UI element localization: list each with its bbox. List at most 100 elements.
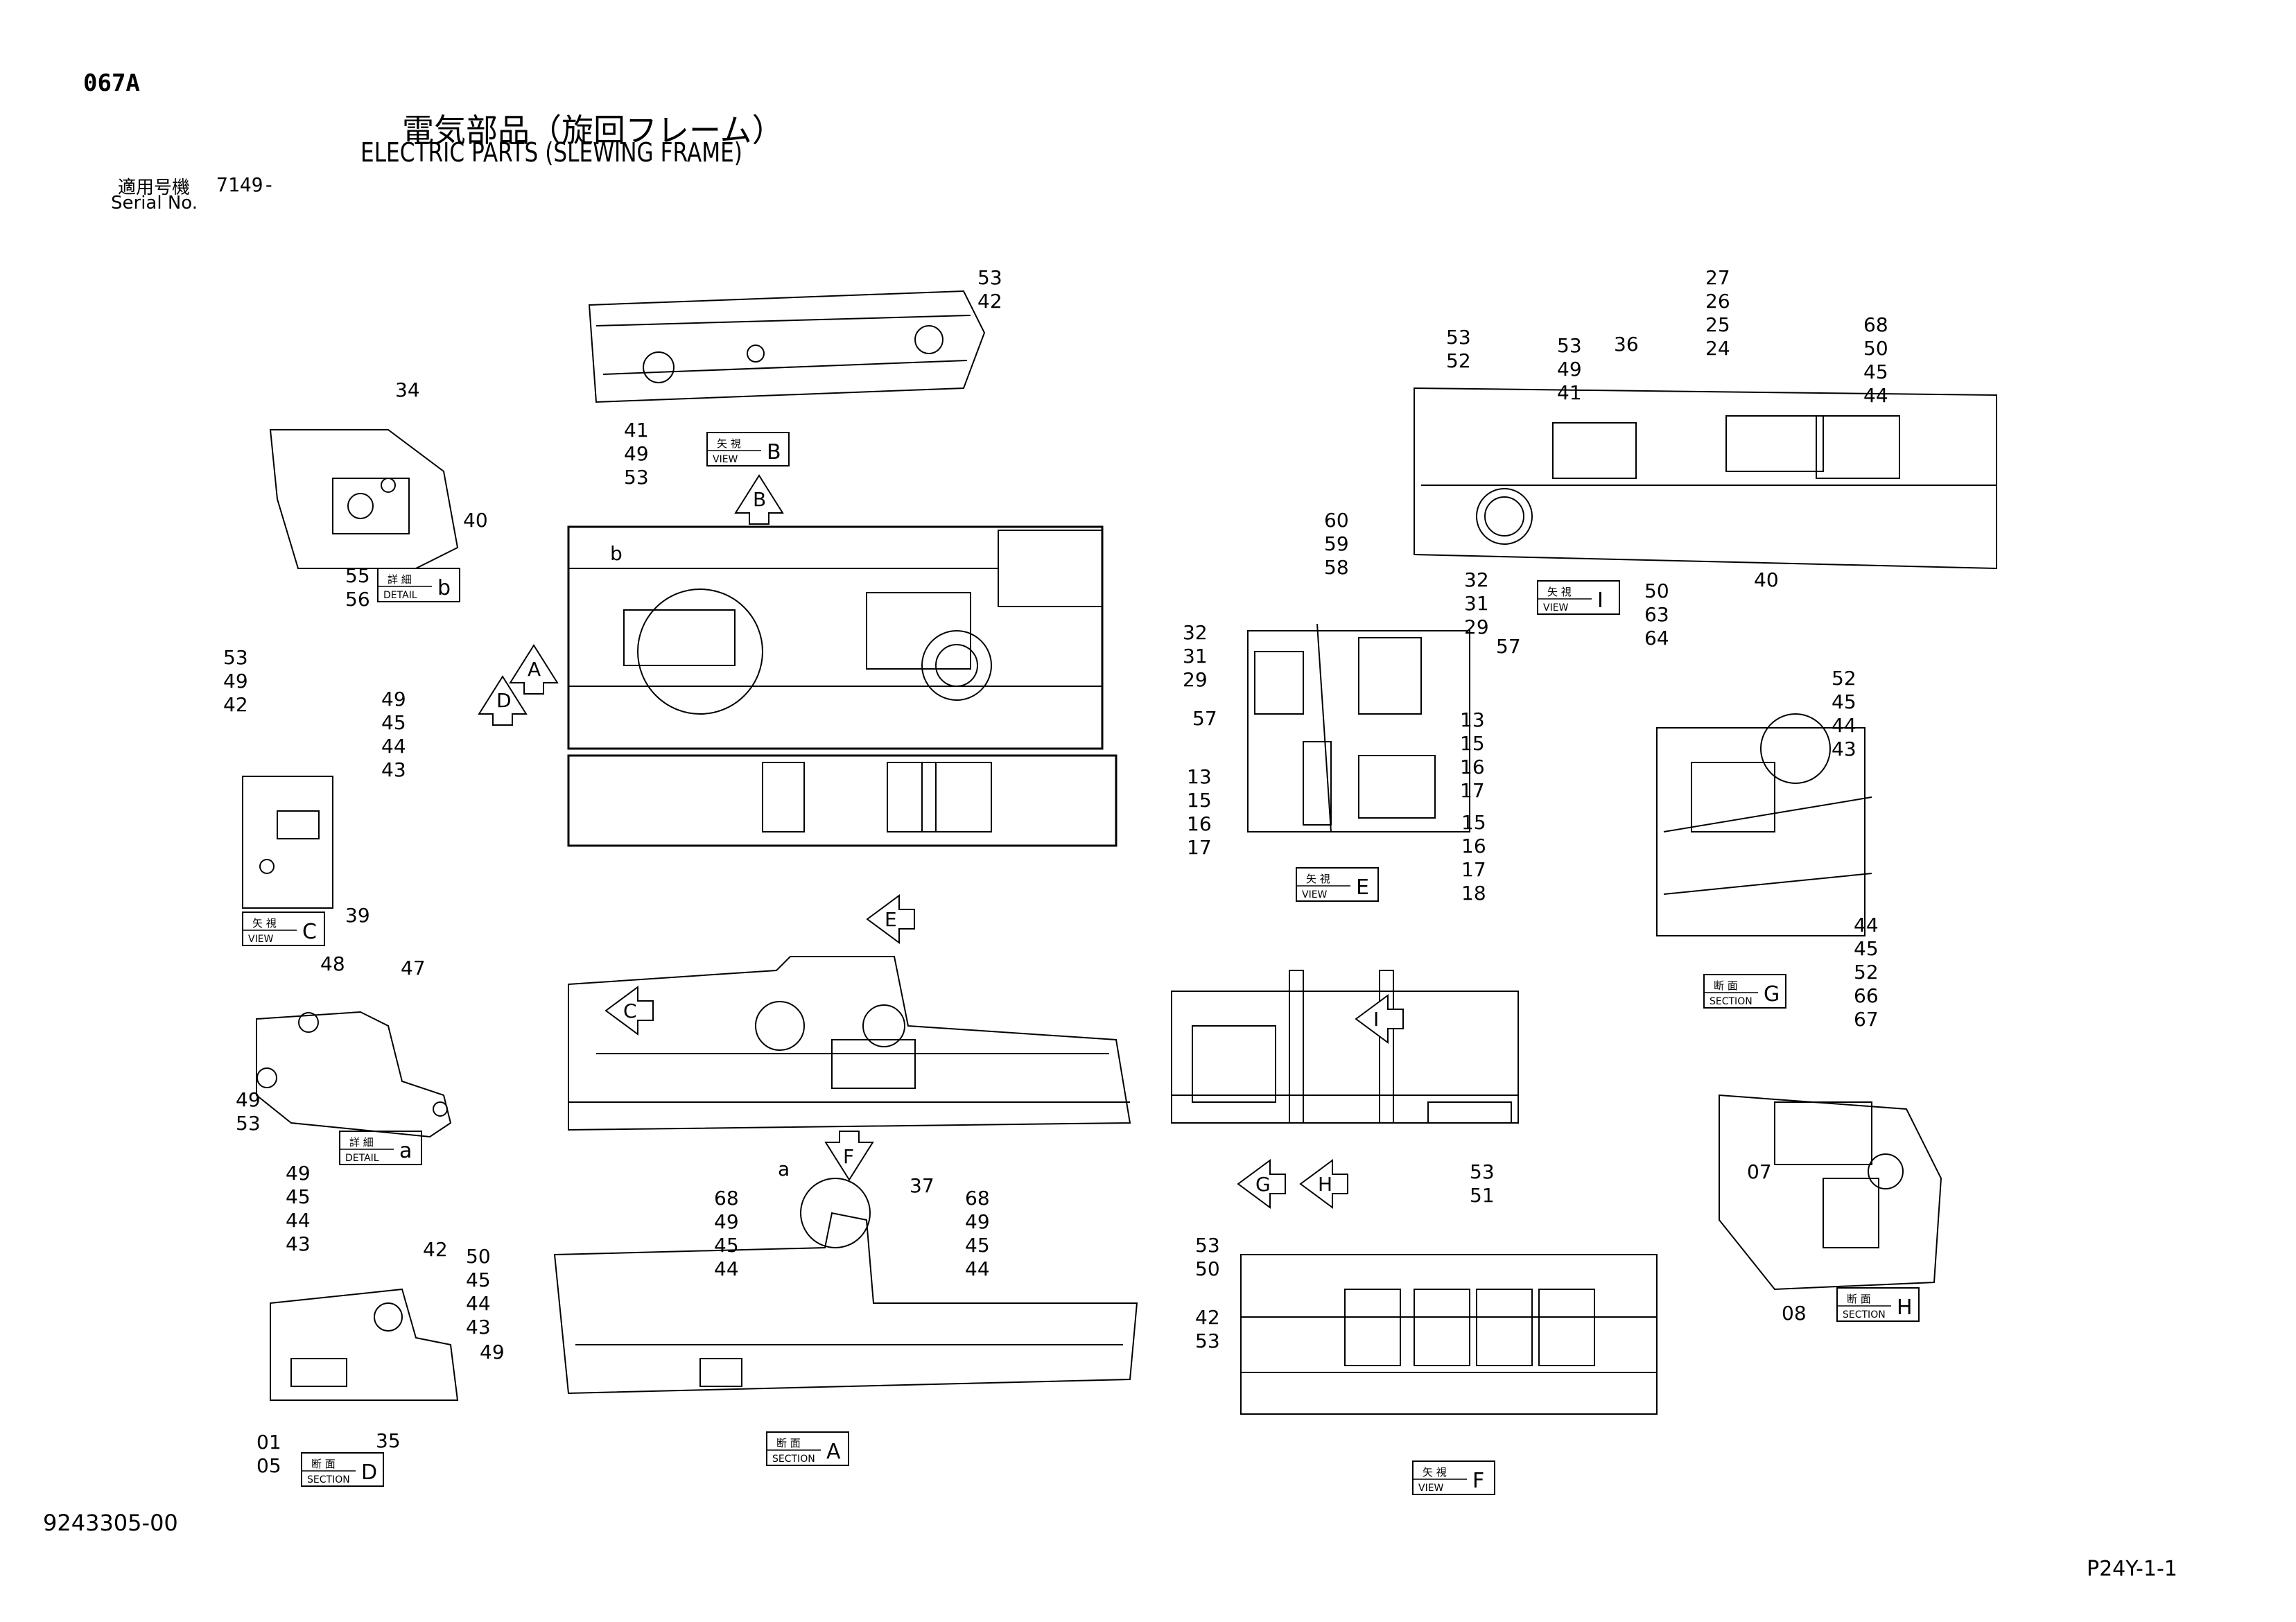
callout-number: 49 (624, 442, 649, 465)
serial-label-en: Serial No. (111, 193, 198, 213)
direction-arrow-D (478, 675, 528, 726)
callout-number: 45 (466, 1268, 491, 1291)
detail-marker-b: b (610, 542, 623, 565)
callout-group: 40 (1754, 568, 1779, 591)
callout-number: 45 (286, 1185, 311, 1208)
callout-group: 57 (1192, 707, 1217, 730)
callout-number: 53 (1470, 1160, 1495, 1183)
callout-number: 16 (1187, 812, 1212, 835)
callout-number: 39 (345, 904, 370, 927)
callout-group: 40 (463, 509, 488, 532)
callout-number: 48 (320, 952, 345, 975)
label-box-letter: D (361, 1460, 377, 1485)
callout-number: 57 (1192, 707, 1217, 730)
direction-arrow-H (1299, 1159, 1348, 1209)
callout-number: 16 (1460, 756, 1485, 778)
callout-group: 47 (401, 957, 426, 979)
sheet-reference: P24Y-1-1 (2087, 1557, 2177, 1581)
callout-number: 52 (1854, 961, 1879, 984)
label-box-letter: A (826, 1440, 841, 1464)
callout-number: 17 (1461, 858, 1486, 881)
direction-arrow-C (605, 986, 654, 1036)
direction-arrow-A (509, 644, 559, 695)
callout-number: 29 (1183, 668, 1208, 691)
callout-number: 53 (236, 1112, 261, 1135)
direction-arrow-letter: D (496, 689, 512, 712)
callout-number: 40 (463, 509, 488, 532)
callout-number: 44 (286, 1209, 311, 1232)
callout-number: 50 (1644, 579, 1669, 602)
callout-number: 44 (965, 1257, 990, 1280)
callout-number: 49 (381, 688, 406, 710)
label-box-letter: b (437, 576, 451, 600)
callout-number: 53 (1557, 334, 1582, 357)
callout-number: 18 (1461, 882, 1486, 905)
label-box-letter: a (399, 1139, 412, 1163)
callout-number: 16 (1461, 835, 1486, 857)
callout-number: 15 (1461, 811, 1486, 834)
callout-group: 57 (1496, 635, 1521, 658)
label-box-en: DETAIL (383, 590, 417, 601)
callout-number: 42 (1195, 1306, 1220, 1329)
callout-number: 55 (345, 564, 370, 587)
label-box-en: SECTION (772, 1454, 815, 1465)
callout-number: 49 (286, 1162, 311, 1185)
label-box-en: SECTION (1710, 996, 1753, 1007)
callout-number: 51 (1470, 1184, 1495, 1207)
direction-arrow-letter: C (623, 1000, 637, 1022)
callout-number: 43 (286, 1232, 311, 1255)
label-box-en: VIEW (713, 454, 738, 465)
callout-group: 35 (376, 1429, 401, 1452)
direction-arrow-letter: F (843, 1145, 854, 1168)
callout-number: 44 (466, 1292, 491, 1315)
callout-group: 36 (1614, 333, 1639, 356)
page-code: 067A (83, 69, 140, 97)
direction-arrow-letter: B (753, 488, 766, 511)
callout-number: 24 (1705, 337, 1730, 360)
label-box-jp: 断 面 (776, 1437, 801, 1449)
serial-label-jp: 適用号機 (118, 177, 191, 198)
label-box-en: DETAIL (345, 1153, 379, 1164)
callout-number: 42 (977, 290, 1002, 313)
callout-number: 13 (1460, 708, 1485, 731)
direction-arrow-I (1355, 994, 1404, 1044)
callout-number: 42 (423, 1238, 448, 1261)
callout-number: 63 (1644, 603, 1669, 626)
callout-number: 49 (965, 1210, 990, 1233)
label-box-jp: 矢 視 (717, 437, 741, 450)
callout-number: 41 (1557, 381, 1582, 404)
label-box-en: VIEW (1418, 1483, 1444, 1494)
callout-number: 44 (381, 735, 406, 758)
callout-group: 37 (910, 1174, 934, 1197)
callout-number: 45 (381, 711, 406, 734)
callout-number: 43 (381, 758, 406, 781)
callout-number: 53 (1446, 326, 1471, 349)
direction-arrow-F (824, 1131, 874, 1181)
callout-number: 42 (223, 693, 248, 716)
title-japanese: 電気部品（旋回フレーム） (402, 112, 784, 149)
label-box-jp: 断 面 (1714, 979, 1738, 992)
callout-group: 34 (395, 378, 420, 401)
label-box-en: SECTION (307, 1474, 350, 1485)
callout-number: 35 (376, 1429, 401, 1452)
callout-number: 68 (714, 1187, 739, 1210)
callout-number: 17 (1187, 836, 1212, 859)
